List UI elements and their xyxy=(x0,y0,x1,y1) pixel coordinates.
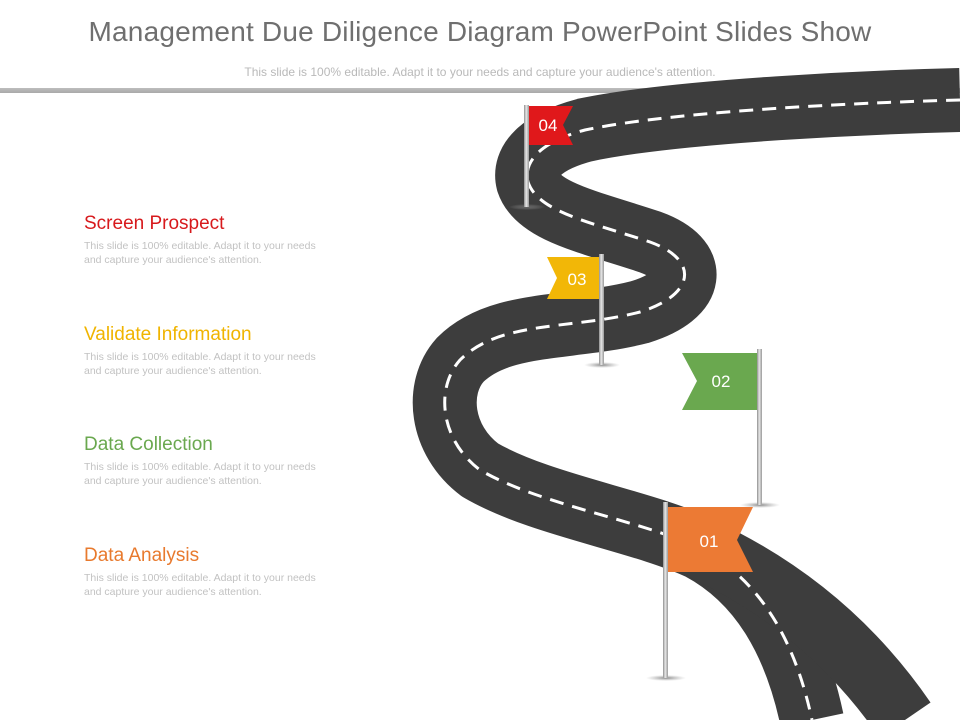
flag-04: 04 xyxy=(509,105,573,210)
step-data-analysis: Data Analysis This slide is 100% editabl… xyxy=(84,545,344,599)
flag-01: 01 xyxy=(646,502,753,681)
step-validate-information: Validate Information This slide is 100% … xyxy=(84,324,344,378)
slide-subtitle: This slide is 100% editable. Adapt it to… xyxy=(244,65,716,79)
step-description: This slide is 100% editable. Adapt it to… xyxy=(84,572,316,598)
flag-banner xyxy=(547,257,599,299)
slide-title: Management Due Diligence Diagram PowerPo… xyxy=(88,16,872,47)
flag-pole xyxy=(524,105,529,207)
flag-banner xyxy=(668,507,753,572)
flag-02: 02 xyxy=(682,349,780,508)
header-divider xyxy=(0,88,960,93)
step-description: This slide is 100% editable. Adapt it to… xyxy=(84,351,316,377)
flag-label: 03 xyxy=(568,270,587,289)
step-description: This slide is 100% editable. Adapt it to… xyxy=(84,461,316,487)
flag-banner xyxy=(682,353,757,410)
flag-banner xyxy=(529,106,573,145)
flag-pole xyxy=(599,254,604,365)
flag-label: 01 xyxy=(700,532,719,551)
step-description: This slide is 100% editable. Adapt it to… xyxy=(84,240,316,266)
flag-pole xyxy=(663,502,668,678)
road-center-line xyxy=(443,98,960,720)
flag-label: 02 xyxy=(712,372,731,391)
flag-03: 03 xyxy=(547,254,620,368)
step-title: Data Collection xyxy=(84,434,213,455)
step-title: Data Analysis xyxy=(84,545,200,566)
flag-pole xyxy=(757,349,762,505)
step-screen-prospect: Screen Prospect This slide is 100% edita… xyxy=(84,213,344,267)
step-data-collection: Data Collection This slide is 100% edita… xyxy=(84,434,344,488)
step-title: Screen Prospect xyxy=(84,213,225,234)
flag-label: 04 xyxy=(539,116,558,135)
step-title: Validate Information xyxy=(84,324,252,345)
